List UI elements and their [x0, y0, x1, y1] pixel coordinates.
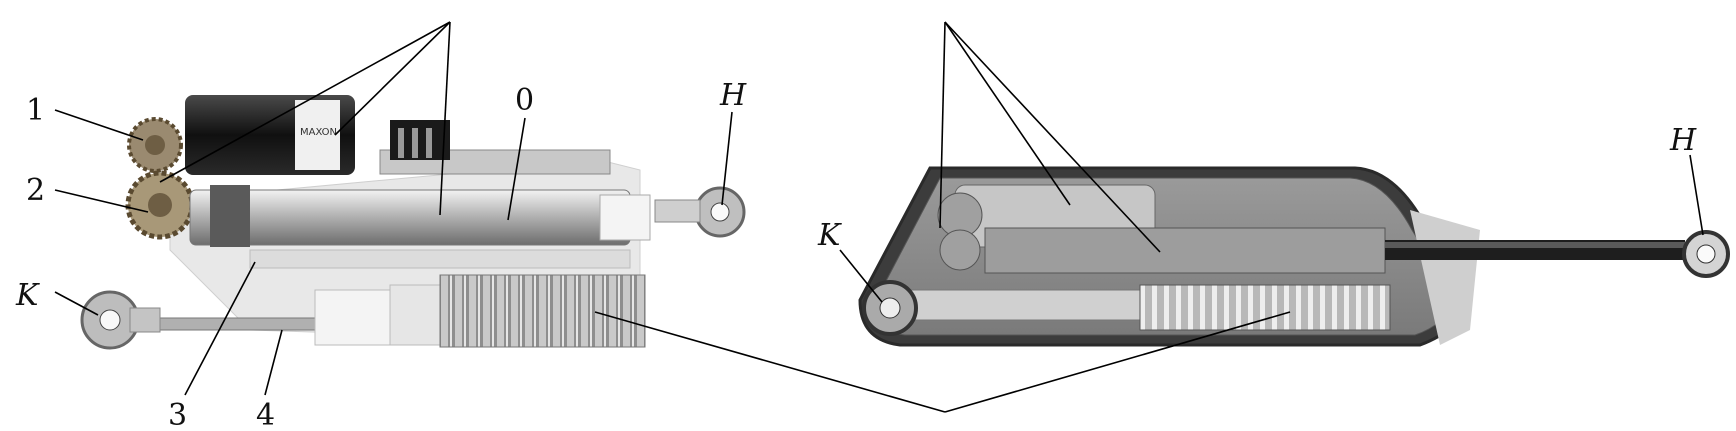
label-0: 0 — [515, 83, 534, 118]
label-4: 4 — [256, 398, 275, 431]
annotation-arrows — [54, 21, 1704, 413]
label-knee-left: K — [15, 278, 40, 313]
label-2: 2 — [26, 173, 45, 208]
label-hip-right: H — [1669, 123, 1697, 158]
top-text-fragment — [40, 0, 1190, 10]
label-knee-right: K — [817, 218, 842, 253]
label-1: 1 — [26, 93, 45, 128]
right-actuator-render — [858, 166, 1730, 347]
label-hip-left: H — [719, 78, 747, 113]
screw-rod — [189, 189, 631, 246]
left-actuator-photo: MAXON — [80, 95, 746, 350]
spring-right — [1139, 284, 1391, 331]
label-3: 3 — [168, 398, 187, 431]
spring-left — [439, 274, 646, 348]
svg-text:MAXON: MAXON — [300, 127, 337, 138]
